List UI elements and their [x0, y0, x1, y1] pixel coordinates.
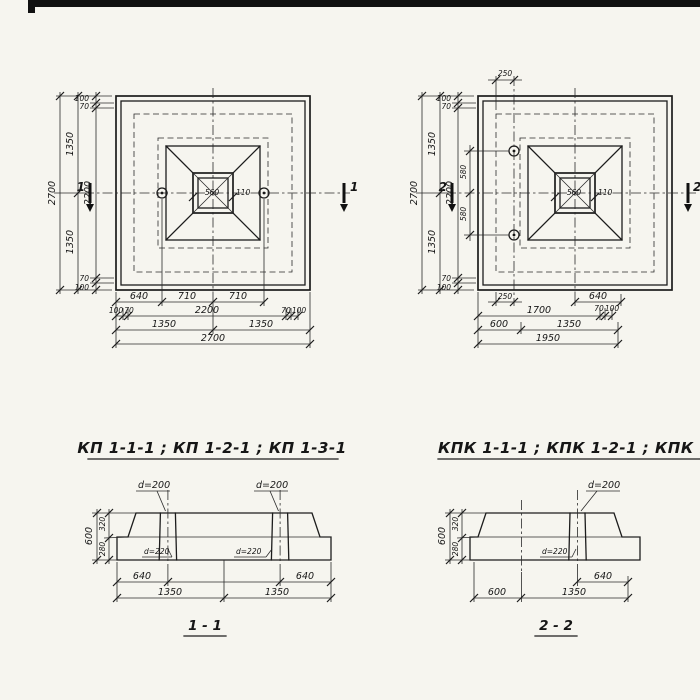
section-mark-2-right: 2: [684, 180, 700, 212]
section-2-2: d=200 d=220 600 320 280: [437, 480, 641, 637]
dim-600: 600: [490, 319, 508, 330]
leader-d220: d=220: [540, 547, 577, 558]
section-1-dims-left: 600 320 280: [84, 508, 136, 565]
section-2-dims-left: 600 320 280: [437, 508, 486, 565]
label-d220: d=220: [144, 547, 170, 556]
section-title-1-1: 1 - 1: [188, 618, 222, 634]
section-mark-1-right: 1: [340, 180, 358, 212]
dim-2200: 2200: [83, 181, 94, 205]
dim-100-top: 100: [437, 94, 452, 103]
dim-100-bottom: 100: [437, 283, 452, 292]
sleeve: [568, 490, 587, 572]
dim-250-top: 250: [498, 69, 513, 78]
dim-2200-bottom: 2200: [195, 305, 219, 316]
dim-2700-bottom: 2700: [201, 333, 225, 344]
dim-250-bottom: 250: [498, 292, 513, 301]
dim-1350-bottom: 1350: [427, 230, 438, 254]
label-d220: d=220: [542, 547, 568, 556]
dim-100-bottom: 100: [75, 283, 90, 292]
dim-1350-bottom: 1350: [65, 230, 76, 254]
label-d200: d=200: [256, 480, 288, 491]
dim-580-upper: 580: [459, 165, 468, 180]
dim-580-lower: 580: [459, 207, 468, 222]
dim-280: 280: [98, 542, 107, 557]
sleeve-right: [270, 490, 290, 572]
dim-1350-right: 1350: [265, 587, 289, 598]
plan-left-dims-bottom: 640 710 710 100 70 2200 70 100 1350 1350…: [109, 199, 315, 349]
dim-70-top: 70: [79, 102, 89, 111]
dim-100-left: 100: [109, 306, 124, 315]
dim-320: 320: [451, 517, 460, 532]
sleeve-left: [158, 490, 178, 572]
dim-70: 70: [594, 304, 604, 313]
dim-2700: 2700: [409, 181, 420, 205]
section-mark-1-left: 1: [77, 180, 94, 212]
dim-710-b: 710: [229, 291, 247, 302]
leader-d220-right: d=220: [234, 547, 273, 558]
label-d200: d=200: [588, 480, 620, 491]
dim-100-top: 100: [75, 94, 90, 103]
section-1-1: d=200 d=200 d=220 d=220: [84, 480, 336, 637]
label-d200: d=200: [138, 480, 170, 491]
section-mark-label: 1: [77, 180, 85, 194]
title-kpk-group: КПК 1-1-1 ; КПК 1-2-1 ; КПК 1-3-1: [438, 439, 700, 457]
dim-1350-top: 1350: [427, 132, 438, 156]
plan-right: 2 2 560 110 250: [409, 69, 700, 349]
section-2-dims-bottom: 640 600 1350: [469, 562, 633, 603]
dim-1350-left: 1350: [158, 587, 182, 598]
dim-640-left: 640: [133, 571, 151, 582]
leader-d200: d=200: [580, 480, 620, 512]
dim-1350: 1350: [562, 587, 586, 598]
dim-640: 640: [594, 571, 612, 582]
title-kp-group: КП 1-1-1 ; КП 1-2-1 ; КП 1-3-1: [77, 439, 346, 457]
dim-100: 100: [605, 304, 620, 313]
dim-2700: 2700: [47, 181, 58, 205]
dim-70-bottom: 70: [79, 274, 89, 283]
section-1-dims-bottom: 640 640 1350 1350: [112, 560, 336, 603]
dim-600-bottom: 600: [488, 587, 506, 598]
dim-320: 320: [98, 517, 107, 532]
plan-right-dims-left: 100 70 2200 70 100 1350 1350 2700 580 58…: [409, 91, 509, 295]
dim-2200: 2200: [445, 181, 456, 205]
dim-70-bottom: 70: [441, 274, 451, 283]
dim-70-right: 70: [281, 306, 291, 315]
dim-280: 280: [451, 542, 460, 557]
dim-1950: 1950: [536, 333, 560, 344]
dim-640: 640: [130, 291, 148, 302]
dim-600: 600: [437, 527, 448, 545]
plan-right-dims-bottom: 250 640 1700 70 100 600 1350 1950: [473, 291, 626, 349]
plan-left-dims-left: 100 70 2200 70 100 1350 1350 2700: [47, 91, 114, 295]
dim-1700: 1700: [527, 305, 551, 316]
section-mark-label: 2: [439, 180, 447, 194]
dim-70-top: 70: [441, 102, 451, 111]
dim-1350-l: 1350: [152, 319, 176, 330]
dim-600: 600: [84, 527, 95, 545]
dim-70-left: 70: [124, 306, 134, 315]
dim-560: 560: [567, 188, 582, 197]
section-title-2-2: 2 - 2: [539, 618, 573, 634]
section-mark-label: 2: [693, 180, 700, 194]
dim-1350-top: 1350: [65, 132, 76, 156]
section-mark-label: 1: [350, 180, 358, 194]
dim-640-right: 640: [296, 571, 314, 582]
dim-640: 640: [589, 291, 607, 302]
section-mark-2-left: 2: [439, 180, 456, 212]
dim-1350-r: 1350: [249, 319, 273, 330]
mark-titles: КП 1-1-1 ; КП 1-2-1 ; КП 1-3-1 КПК 1-1-1…: [77, 439, 700, 460]
plan-left: 1 1 560 110 100 70 2: [47, 88, 358, 349]
scan-edge-artifact: [28, 0, 700, 13]
dim-1350: 1350: [557, 319, 581, 330]
dim-110: 110: [236, 188, 251, 197]
dim-710-a: 710: [178, 291, 196, 302]
leader-d200-left: d=200: [136, 480, 170, 512]
plan-right-dims-top: 250: [488, 69, 522, 110]
dim-560: 560: [205, 188, 220, 197]
label-d220: d=220: [236, 547, 262, 556]
leader-d220-left: d=220: [142, 547, 173, 558]
leader-d200-right: d=200: [254, 480, 288, 512]
dim-110: 110: [598, 188, 613, 197]
dim-100-right: 100: [292, 306, 307, 315]
